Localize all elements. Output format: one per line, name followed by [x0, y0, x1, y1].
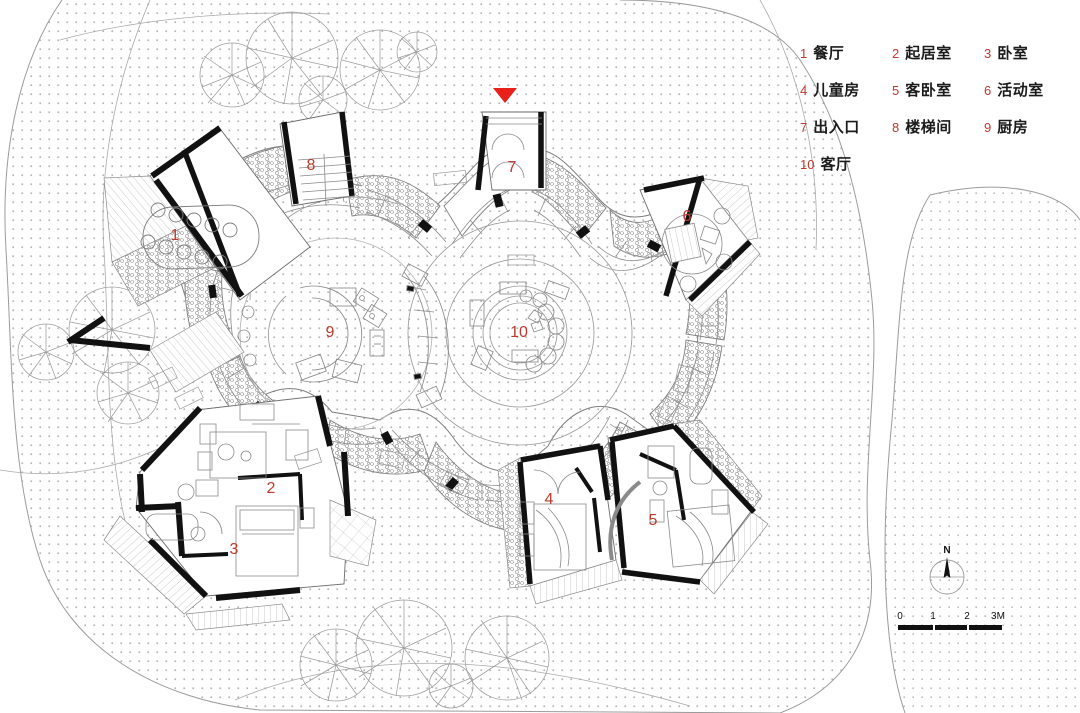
legend-label-8: 楼梯间 [905, 118, 952, 136]
legend-label-1: 餐厅 [813, 44, 845, 62]
structural-wall [609, 423, 757, 585]
structural-wall [475, 112, 544, 191]
structural-wall [281, 111, 355, 205]
scale-bar-track [898, 625, 1002, 630]
entrance-doors [486, 117, 542, 179]
tree [245, 11, 339, 105]
legend-num-5: 5 [892, 83, 900, 98]
courtyard-small-objects [293, 169, 693, 496]
activity-furniture [661, 207, 733, 293]
structural-wall [517, 443, 611, 585]
legend-label-2: 起居室 [905, 44, 952, 62]
tree [355, 599, 453, 697]
room-wing-entrance [475, 111, 547, 191]
room-wing-living-bedroom [103, 395, 377, 631]
tree [428, 663, 474, 709]
living-furniture [197, 403, 309, 479]
bathroom-fixtures [145, 479, 223, 542]
north-arrow-icon [929, 557, 965, 595]
tree [299, 628, 373, 702]
room-wing-dining [66, 125, 311, 430]
legend-item-7: 7 出入口 [800, 120, 892, 135]
legend-num-4: 4 [800, 83, 808, 98]
tree [96, 361, 160, 425]
legend-item-3: 3 卧室 [984, 46, 1072, 61]
room-wing-activity [639, 175, 761, 317]
legend-item-1: 1 餐厅 [800, 46, 892, 61]
legend-label-9: 厨房 [997, 118, 1029, 136]
tree [17, 323, 75, 381]
room-legend: 1 餐厅 2 起居室 3 卧室 4 儿童房 5 客卧室 6 活动室 7 出入口 … [800, 46, 1072, 172]
room-wing-child-bedroom [497, 443, 623, 605]
legend-label-7: 出入口 [813, 118, 860, 136]
structural-wall [135, 395, 351, 601]
legend-label-6: 活动室 [997, 81, 1044, 99]
scale-tick-0: 0 [897, 611, 903, 622]
tree [339, 29, 421, 111]
legend-item-9: 9 厨房 [984, 120, 1072, 135]
scale-tick-1: 1 [930, 611, 936, 622]
site-contour-lines [0, 0, 817, 707]
partition-wall [639, 452, 686, 521]
dining-furniture [140, 202, 260, 270]
guest-bed-furniture [647, 445, 736, 568]
tree-group-bottom [299, 599, 550, 709]
legend-label-4: 儿童房 [813, 81, 860, 99]
tree [396, 31, 438, 73]
tree [464, 615, 550, 701]
legend-label-10: 客厅 [820, 155, 852, 173]
stair-treads [297, 153, 356, 207]
legend-num-8: 8 [892, 120, 900, 135]
structural-wall [181, 149, 243, 297]
legend-num-7: 7 [800, 120, 808, 135]
scale-tick-2: 2 [964, 611, 970, 622]
legend-item-5: 5 客卧室 [892, 83, 984, 98]
kitchen-island-furniture [237, 263, 449, 409]
scale-bar-divider-1 [933, 625, 935, 630]
room-wing-stair [279, 111, 356, 207]
legend-num-1: 1 [800, 46, 808, 61]
legend-item-4: 4 儿童房 [800, 83, 892, 98]
legend-label-5: 客卧室 [905, 81, 952, 99]
legend-item-6: 6 活动室 [984, 83, 1072, 98]
legend-num-9: 9 [984, 120, 992, 135]
tree [199, 42, 265, 108]
north-arrow-label: N [943, 545, 951, 556]
courtyard-inner-circles [239, 196, 633, 446]
scale-tick-3: 3M [991, 611, 1005, 622]
scale-bar-divider-2 [967, 625, 969, 630]
legend-num-6: 6 [984, 83, 992, 98]
room-wing-guest-bedroom [607, 419, 769, 595]
bed-furniture [235, 505, 315, 577]
legend-item-10: 10 客厅 [800, 157, 892, 172]
entrance-direction-icon [493, 88, 517, 103]
north-arrow: N [926, 545, 968, 596]
living-circle-furniture [469, 280, 570, 373]
child-bed-furniture [519, 469, 587, 571]
scale-bar: 0 1 2 3M [897, 611, 1005, 640]
legend-item-8: 8 楼梯间 [892, 120, 984, 135]
legend-label-3: 卧室 [997, 44, 1029, 62]
partition-wall [181, 472, 304, 558]
legend-num-3: 3 [984, 46, 992, 61]
legend-num-2: 2 [892, 46, 900, 61]
legend-item-2: 2 起居室 [892, 46, 984, 61]
legend-num-10: 10 [800, 157, 815, 172]
tree-group-left [17, 286, 160, 425]
